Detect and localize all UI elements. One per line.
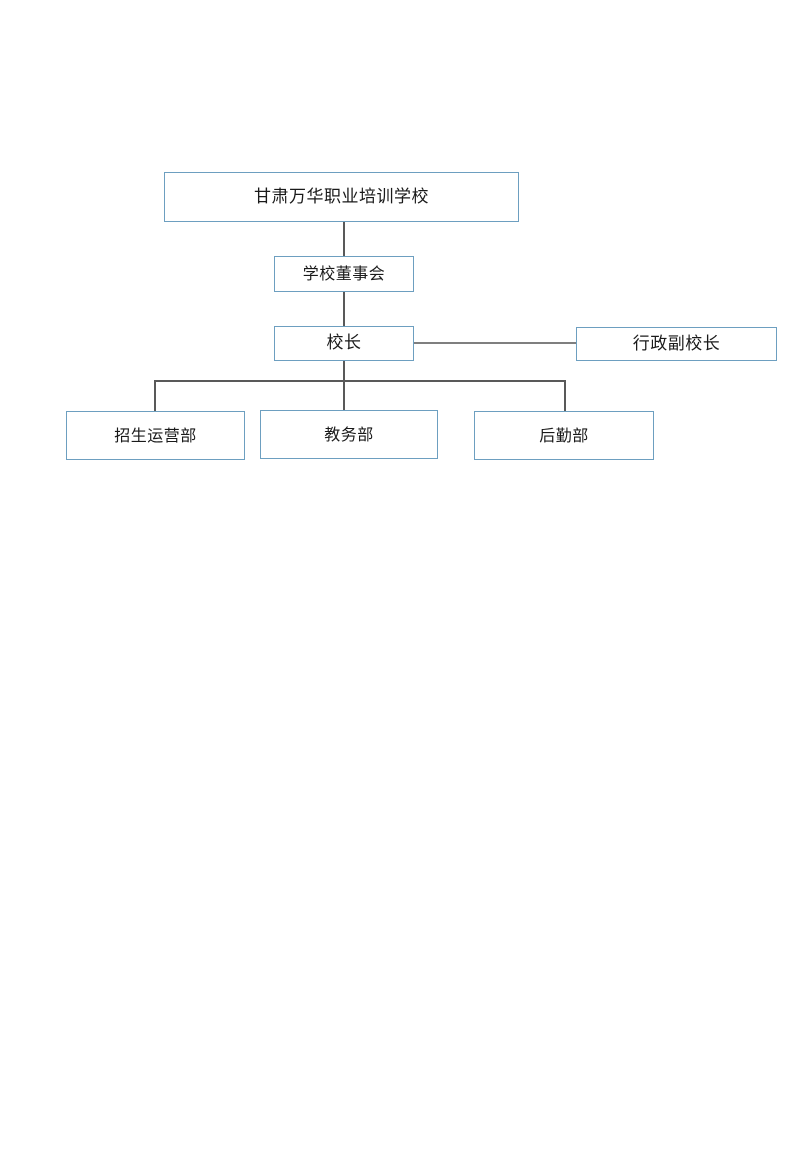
org-node-academic-dept-label: 教务部	[324, 424, 374, 444]
connector-bus-to-admission	[154, 380, 156, 412]
connector-principal-to-vice-principal	[414, 342, 577, 344]
org-node-logistics-dept[interactable]: 后勤部	[474, 411, 654, 460]
org-node-principal-label: 校长	[326, 333, 362, 353]
connector-board-to-principal	[343, 291, 345, 327]
org-node-board[interactable]: 学校董事会	[274, 256, 414, 292]
connector-bus-to-logistics	[564, 380, 566, 412]
org-node-academic-dept[interactable]: 教务部	[260, 410, 438, 459]
org-node-admission-dept-label: 招生运营部	[114, 425, 197, 445]
connector-root-to-board	[343, 221, 345, 257]
org-node-principal[interactable]: 校长	[274, 326, 414, 361]
org-node-admission-dept[interactable]: 招生运营部	[66, 411, 245, 460]
org-node-vice-principal[interactable]: 行政副校长	[576, 327, 777, 361]
connector-department-bus	[154, 380, 566, 382]
org-node-logistics-dept-label: 后勤部	[539, 425, 589, 445]
org-node-school[interactable]: 甘肃万华职业培训学校	[164, 172, 519, 222]
connector-principal-to-bus	[343, 360, 345, 411]
org-node-board-label: 学校董事会	[302, 264, 386, 283]
org-node-vice-principal-label: 行政副校长	[632, 333, 721, 354]
org-node-school-label: 甘肃万华职业培训学校	[254, 186, 429, 207]
